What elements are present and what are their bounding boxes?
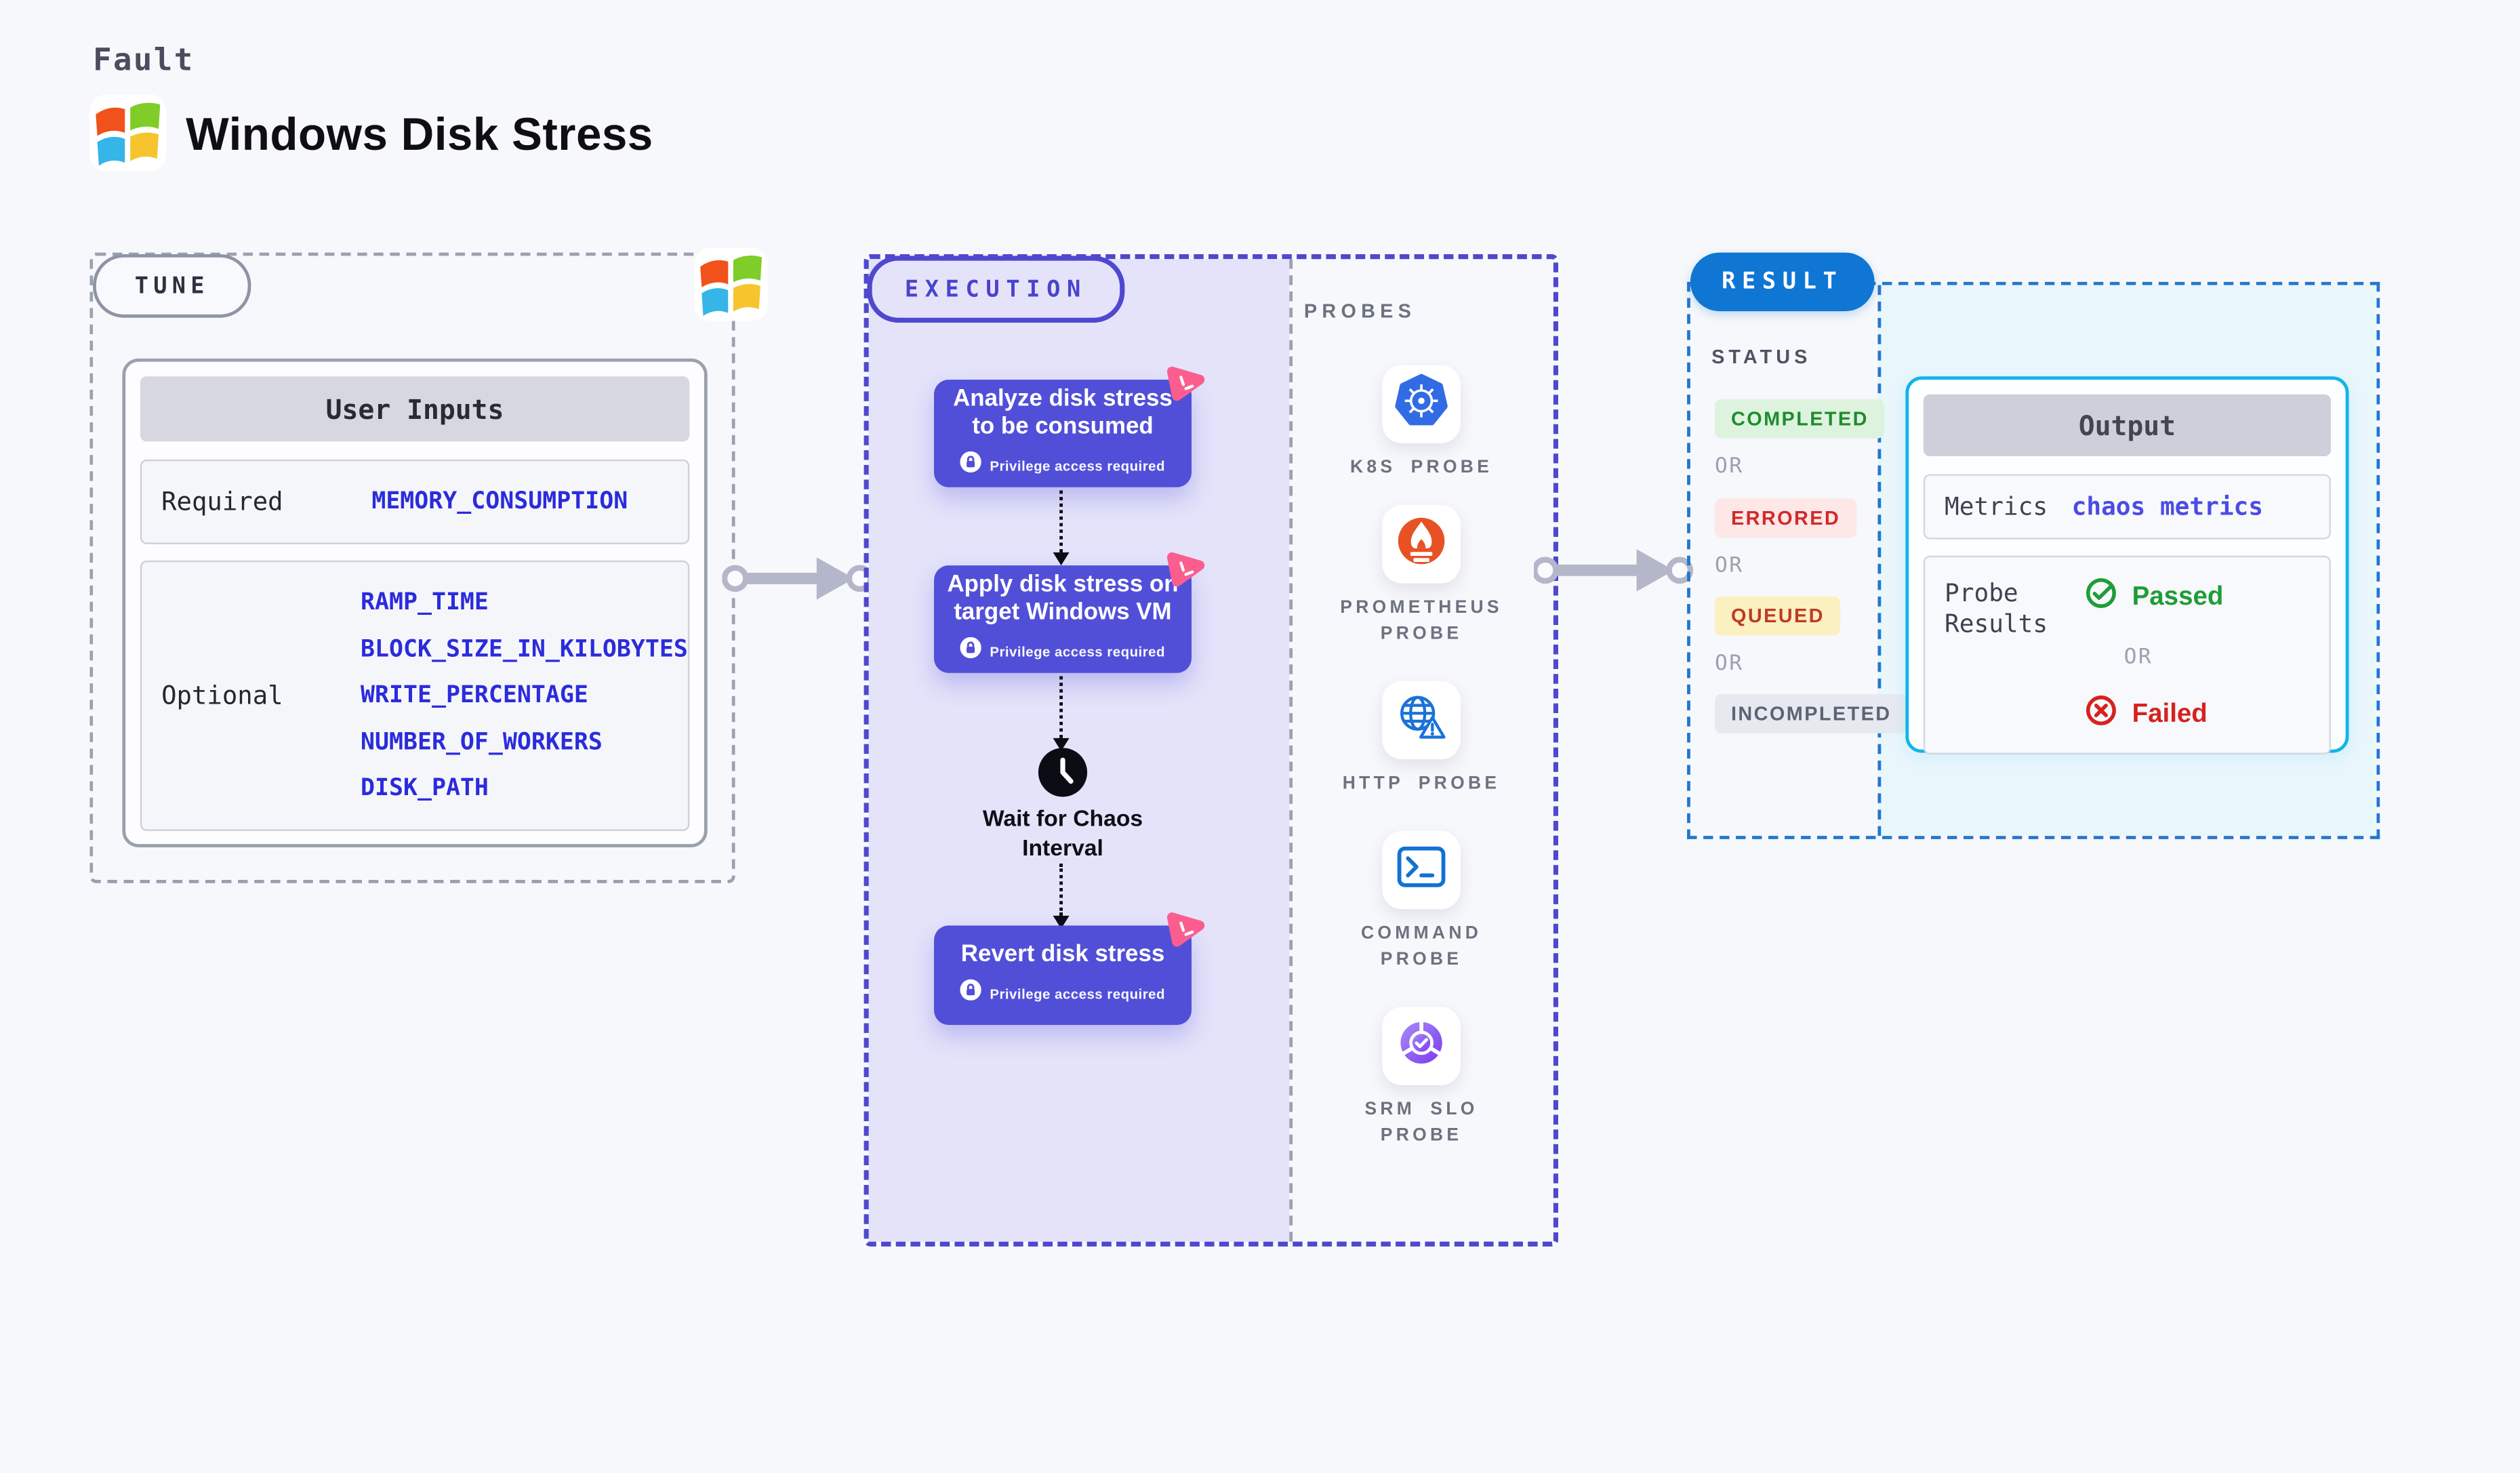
status-badge-queued: QUEUED bbox=[1714, 596, 1841, 636]
check-circle-icon bbox=[2085, 577, 2117, 618]
wait-chaos-interval-label: Wait for Chaos Interval bbox=[982, 805, 1143, 861]
required-row: Required MEMORY_CONSUMPTION bbox=[140, 459, 690, 544]
flow-connector-arrowhead bbox=[1053, 738, 1070, 752]
step-title: Apply disk stress on target Windows VM bbox=[947, 571, 1179, 626]
tune-pill: TUNE bbox=[93, 254, 251, 318]
chaos-pin-icon bbox=[1164, 549, 1206, 597]
command-probe-card bbox=[1382, 830, 1461, 910]
chaos-pin-icon bbox=[1164, 363, 1206, 411]
step-title: Revert disk stress bbox=[960, 942, 1165, 968]
srm-slo-probe-label: SRM SLO PROBE bbox=[1364, 1099, 1478, 1146]
prometheus-probe-card bbox=[1382, 505, 1461, 584]
flow-connector-arrowhead bbox=[1053, 915, 1070, 929]
flow-connector bbox=[1059, 863, 1063, 916]
windows-logo-icon bbox=[89, 94, 167, 171]
privilege-note: Privilege access required bbox=[990, 643, 1165, 660]
step-revert-disk-stress: Revert disk stress Privilege access requ… bbox=[934, 912, 1205, 1025]
optional-label: Optional bbox=[161, 681, 283, 711]
probe-or-separator: OR bbox=[2123, 645, 2153, 670]
required-label: Required bbox=[161, 487, 283, 517]
step-analyze-disk-stress: Analyze disk stress to be consumed Privi… bbox=[934, 366, 1205, 487]
optional-field-block-size: BLOCK_SIZE_IN_KILOBYTES bbox=[360, 636, 688, 663]
prometheus-icon bbox=[1392, 511, 1451, 578]
tune-windows-logo-icon bbox=[694, 247, 768, 321]
optional-field-ramp-time: RAMP_TIME bbox=[360, 590, 489, 616]
slo-gauge-icon bbox=[1392, 1013, 1451, 1080]
lock-icon bbox=[960, 637, 982, 666]
passed-text: Passed bbox=[2132, 582, 2224, 611]
metrics-row: Metrics chaos metrics bbox=[1923, 474, 2332, 540]
privilege-note: Privilege access required bbox=[990, 986, 1165, 1003]
status-or-separator: OR bbox=[1714, 554, 1744, 579]
k8s-probe-card bbox=[1382, 365, 1461, 443]
step-title: Analyze disk stress to be consumed bbox=[953, 386, 1173, 441]
k8s-probe-label: K8S PROBE bbox=[1350, 458, 1493, 478]
status-or-separator: OR bbox=[1714, 651, 1744, 677]
status-label: STATUS bbox=[1711, 345, 1812, 369]
status-badge-completed: COMPLETED bbox=[1714, 399, 1885, 439]
http-globe-icon bbox=[1392, 687, 1451, 754]
x-circle-icon bbox=[2085, 694, 2117, 735]
lock-icon bbox=[960, 979, 982, 1009]
command-probe-label: COMMAND PROBE bbox=[1361, 923, 1482, 970]
optional-field-write-percentage: WRITE_PERCENTAGE bbox=[360, 683, 588, 709]
tune-to-execution-arrow bbox=[722, 557, 872, 600]
terminal-icon bbox=[1392, 836, 1451, 904]
result-pill: RESULT bbox=[1690, 252, 1875, 312]
status-badge-incompleted: INCOMPLETED bbox=[1714, 694, 1908, 733]
metrics-label: Metrics bbox=[1945, 491, 2048, 521]
flow-connector bbox=[1059, 676, 1063, 738]
metrics-value: chaos metrics bbox=[2071, 491, 2263, 522]
output-card: Output Metrics chaos metrics Probe Resul… bbox=[1905, 376, 2349, 754]
status-badge-errored: ERRORED bbox=[1714, 498, 1857, 538]
prometheus-probe-label: PROMETHEUS PROBE bbox=[1340, 598, 1503, 644]
probe-results-row: Probe Results Passed OR bbox=[1923, 555, 2332, 754]
probe-results-label: Probe Results bbox=[1945, 578, 2048, 639]
probe-failed: Failed bbox=[2085, 694, 2208, 735]
flow-connector-arrowhead bbox=[1053, 552, 1070, 566]
execution-to-result-arrow bbox=[1534, 549, 1694, 592]
flow-connector bbox=[1059, 490, 1063, 552]
privilege-note: Privilege access required bbox=[990, 458, 1165, 475]
failed-text: Failed bbox=[2132, 700, 2208, 728]
user-inputs-card: User Inputs Required MEMORY_CONSUMPTION … bbox=[122, 358, 708, 847]
optional-row: Optional RAMP_TIME BLOCK_SIZE_IN_KILOBYT… bbox=[140, 560, 690, 831]
http-probe-card bbox=[1382, 681, 1461, 760]
output-header: Output bbox=[1923, 394, 2332, 457]
chaos-pin-icon bbox=[1164, 909, 1206, 956]
probe-passed: Passed bbox=[2085, 577, 2224, 618]
kubernetes-icon bbox=[1392, 371, 1451, 438]
status-or-separator: OR bbox=[1714, 454, 1744, 479]
probes-pane bbox=[1289, 259, 1553, 1242]
user-inputs-header: User Inputs bbox=[140, 376, 690, 442]
clock-icon bbox=[1038, 748, 1088, 805]
lock-icon bbox=[960, 451, 982, 481]
srm-slo-probe-card bbox=[1382, 1007, 1461, 1085]
step-apply-disk-stress: Apply disk stress on target Windows VM P… bbox=[934, 552, 1205, 673]
page-title: Windows Disk Stress bbox=[186, 109, 653, 160]
http-probe-label: HTTP PROBE bbox=[1342, 773, 1501, 794]
probes-title: PROBES bbox=[1303, 300, 1417, 323]
required-field-memory-consumption: MEMORY_CONSUMPTION bbox=[371, 489, 628, 515]
fault-kicker: Fault bbox=[93, 42, 195, 79]
optional-field-disk-path: DISK_PATH bbox=[360, 775, 489, 802]
execution-pill: EXECUTION bbox=[867, 256, 1125, 323]
optional-field-number-of-workers: NUMBER_OF_WORKERS bbox=[360, 729, 603, 756]
